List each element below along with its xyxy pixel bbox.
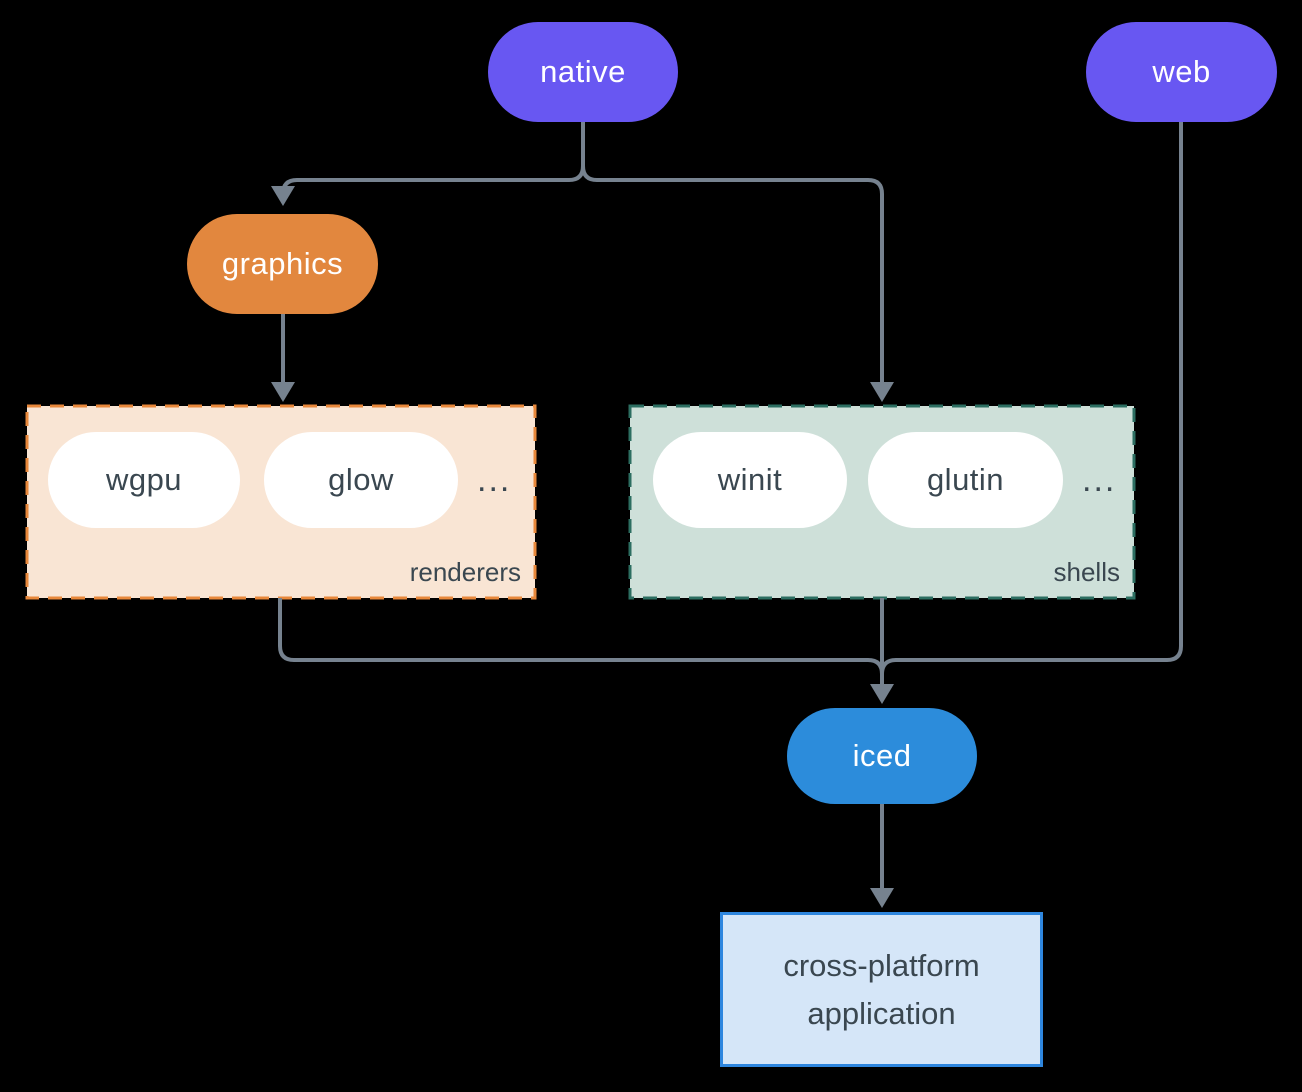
node-winit: winit (653, 432, 847, 528)
node-glow: glow (264, 432, 458, 528)
application-label-line1: cross-platform (783, 947, 980, 983)
cross-platform-application-box: cross-platform application (720, 912, 1043, 1067)
node-winit-label: winit (717, 462, 783, 497)
renderers-group-label: renderers (409, 557, 521, 587)
renderers-group: wgpu glow ... renderers (27, 406, 535, 598)
edge-renderers-to-iced (278, 598, 884, 680)
node-graphics-label: graphics (221, 246, 344, 281)
node-web-label: web (1152, 54, 1211, 89)
shells-group: winit glutin ... shells (630, 406, 1134, 598)
node-native: native (488, 22, 678, 122)
edge-native-to-shells (581, 122, 894, 402)
node-iced: iced (787, 708, 977, 804)
edge-native-to-graphics (271, 122, 585, 206)
node-iced-label: iced (852, 738, 912, 773)
node-wgpu-label: wgpu (105, 462, 183, 497)
node-native-label: native (540, 54, 626, 89)
node-glow-label: glow (328, 462, 394, 497)
node-glutin: glutin (868, 432, 1063, 528)
shells-group-label: shells (1053, 557, 1120, 587)
node-glutin-label: glutin (926, 462, 1005, 497)
shells-ellipsis: ... (1082, 460, 1117, 499)
node-graphics: graphics (187, 214, 378, 314)
renderers-ellipsis: ... (477, 460, 512, 499)
node-web: web (1086, 22, 1277, 122)
application-label-line2: application (807, 995, 956, 1031)
node-wgpu: wgpu (48, 432, 240, 528)
